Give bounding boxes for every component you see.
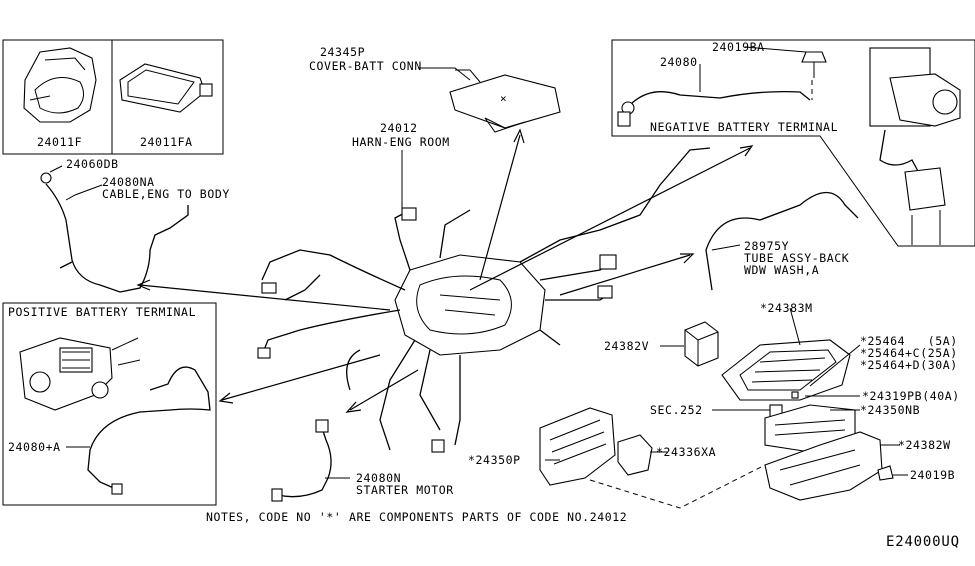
label-24080N-description: STARTER MOTOR [356, 483, 454, 497]
label-sec252: SEC.252 [650, 403, 703, 417]
label-24336XA: *24336XA [656, 445, 716, 459]
label-24319PB: *24319PB(40A) [862, 389, 960, 403]
label-24080plusA: 24080+A [8, 440, 61, 454]
label-24080N-number: 24080N [356, 471, 401, 485]
label-24019BA: 24019BA [712, 40, 765, 54]
negative-terminal-box [611, 39, 975, 247]
label-24011FA: 24011FA [140, 135, 193, 149]
fuse-24319PB-drawing [791, 391, 799, 399]
fuse-box-24350P-drawing [539, 407, 616, 486]
label-24345P-number: 24345P [320, 45, 365, 59]
label-24382V: 24382V [604, 339, 649, 353]
label-24019B: 24019B [910, 468, 955, 482]
label-28975Y-description-2: WDW WASH,A [744, 263, 819, 277]
label-24350P: *24350P [468, 453, 521, 467]
label-24080NA-number: 24080NA [102, 175, 155, 189]
label-28975Y-description-1: TUBE ASSY-BACK [744, 251, 849, 265]
label-24060DB: 24060DB [66, 157, 119, 171]
positive-terminal-box [2, 302, 217, 506]
positive-terminal-drawing [19, 337, 141, 411]
label-28975Y-number: 28975Y [744, 239, 789, 253]
bolt-24019BA-drawing [801, 51, 827, 63]
cable-24080NA-drawing [40, 172, 189, 293]
main-harness-drawing [257, 147, 711, 453]
label-24382W: *24382W [898, 438, 951, 452]
negative-terminal-drawing [869, 47, 961, 245]
fuse-cover-24383M-drawing [721, 339, 851, 401]
part-24345P-drawing: × [449, 69, 561, 133]
tube-28975Y-drawing [705, 191, 859, 291]
cable-24080plusA-drawing [87, 366, 211, 491]
label-24345P-description: COVER-BATT CONN [309, 59, 422, 73]
label-24012-description: HARN-ENG ROOM [352, 135, 450, 149]
label-25464-C-25A: *25464+C(25A) [860, 346, 958, 360]
relay-24336XA-drawing [617, 434, 653, 476]
svg-text:×: × [500, 92, 507, 105]
inset-24011-frame [2, 39, 224, 155]
pointer-arrows [136, 128, 754, 413]
dashed-connector [589, 464, 766, 509]
label-24080NA-description: CABLE,ENG TO BODY [102, 187, 230, 201]
label-24350NB: *24350NB [860, 403, 920, 417]
positive-terminal-title: POSITIVE BATTERY TERMINAL [8, 305, 196, 319]
part-24011F-drawing [23, 47, 97, 123]
inset-24011 [2, 39, 224, 155]
part-24011FA-drawing [119, 63, 213, 113]
relay-24382V-drawing [684, 321, 719, 367]
cable-24080-drawing [629, 90, 811, 106]
label-25464-D-30A: *25464+D(30A) [860, 358, 958, 372]
label-24011F: 24011F [37, 135, 82, 149]
negative-terminal-title: NEGATIVE BATTERY TERMINAL [650, 120, 838, 134]
label-24080: 24080 [660, 55, 698, 69]
notes-text: NOTES, CODE NO '*' ARE COMPONENTS PARTS … [206, 510, 627, 524]
label-24012-number: 24012 [380, 121, 418, 135]
leader-lines [49, 46, 908, 479]
bolt-24019B-drawing [877, 465, 894, 481]
label-24383M: *24383M [760, 301, 813, 315]
cable-24080N-drawing [271, 419, 332, 502]
label-25464-5A: *25464 (5A) [860, 334, 958, 348]
diagram-id: E24000UQ [886, 534, 960, 550]
